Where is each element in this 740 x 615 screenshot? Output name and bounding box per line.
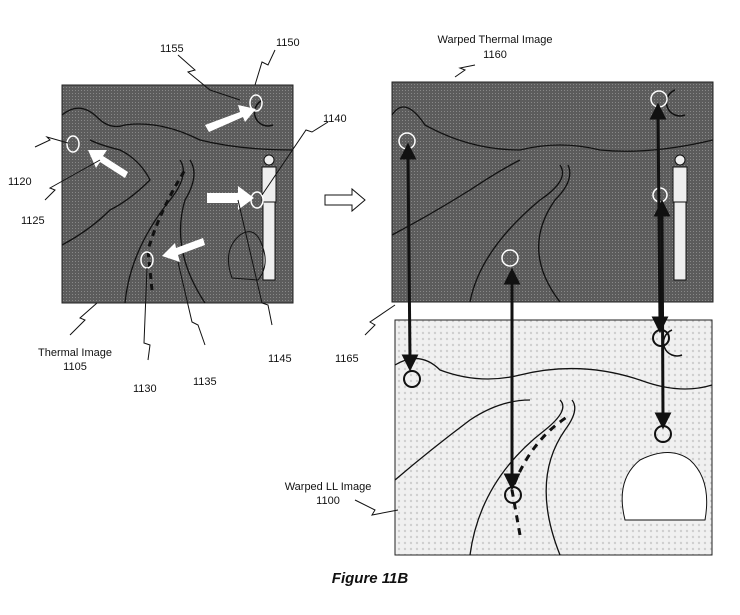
thermal-image-ref: 1105 <box>63 361 87 373</box>
feature-circles <box>66 94 264 269</box>
leader-lines <box>34 49 476 516</box>
bush-icon <box>227 231 266 281</box>
thermal-image-label: Thermal Image <box>38 347 112 359</box>
warped-ll-image-panel <box>394 319 713 556</box>
ref-1165: 1165 <box>335 353 359 365</box>
correspondence-arrows <box>399 102 672 491</box>
warped-thermal-image-panel <box>391 81 714 303</box>
warped-thermal-image-label: Warped Thermal Image <box>438 34 553 46</box>
mountain-ridge <box>61 107 294 151</box>
transform-arrow-icon <box>324 187 366 213</box>
ref-1145: 1145 <box>268 353 292 365</box>
road-centerline <box>146 169 187 291</box>
mountain-ridge-lower <box>61 139 151 246</box>
warped-ll-image-label: Warped LL Image <box>285 481 372 493</box>
ref-1155: 1155 <box>160 43 184 55</box>
figure-caption: Figure 11B <box>332 570 409 587</box>
warped-ll-image-ref: 1100 <box>316 495 340 507</box>
road-right-edge <box>179 159 206 304</box>
ref-1140: 1140 <box>323 113 347 125</box>
displacement-arrows <box>88 105 256 262</box>
ref-1150: 1150 <box>276 37 300 49</box>
ref-1130: 1130 <box>133 383 157 395</box>
person-icon <box>261 154 277 281</box>
ref-1135: 1135 <box>193 376 217 388</box>
thermal-image-panel <box>61 84 294 304</box>
ref-1120: 1120 <box>8 176 32 188</box>
ref-1125: 1125 <box>21 215 45 227</box>
warped-thermal-image-ref: 1160 <box>483 49 507 61</box>
